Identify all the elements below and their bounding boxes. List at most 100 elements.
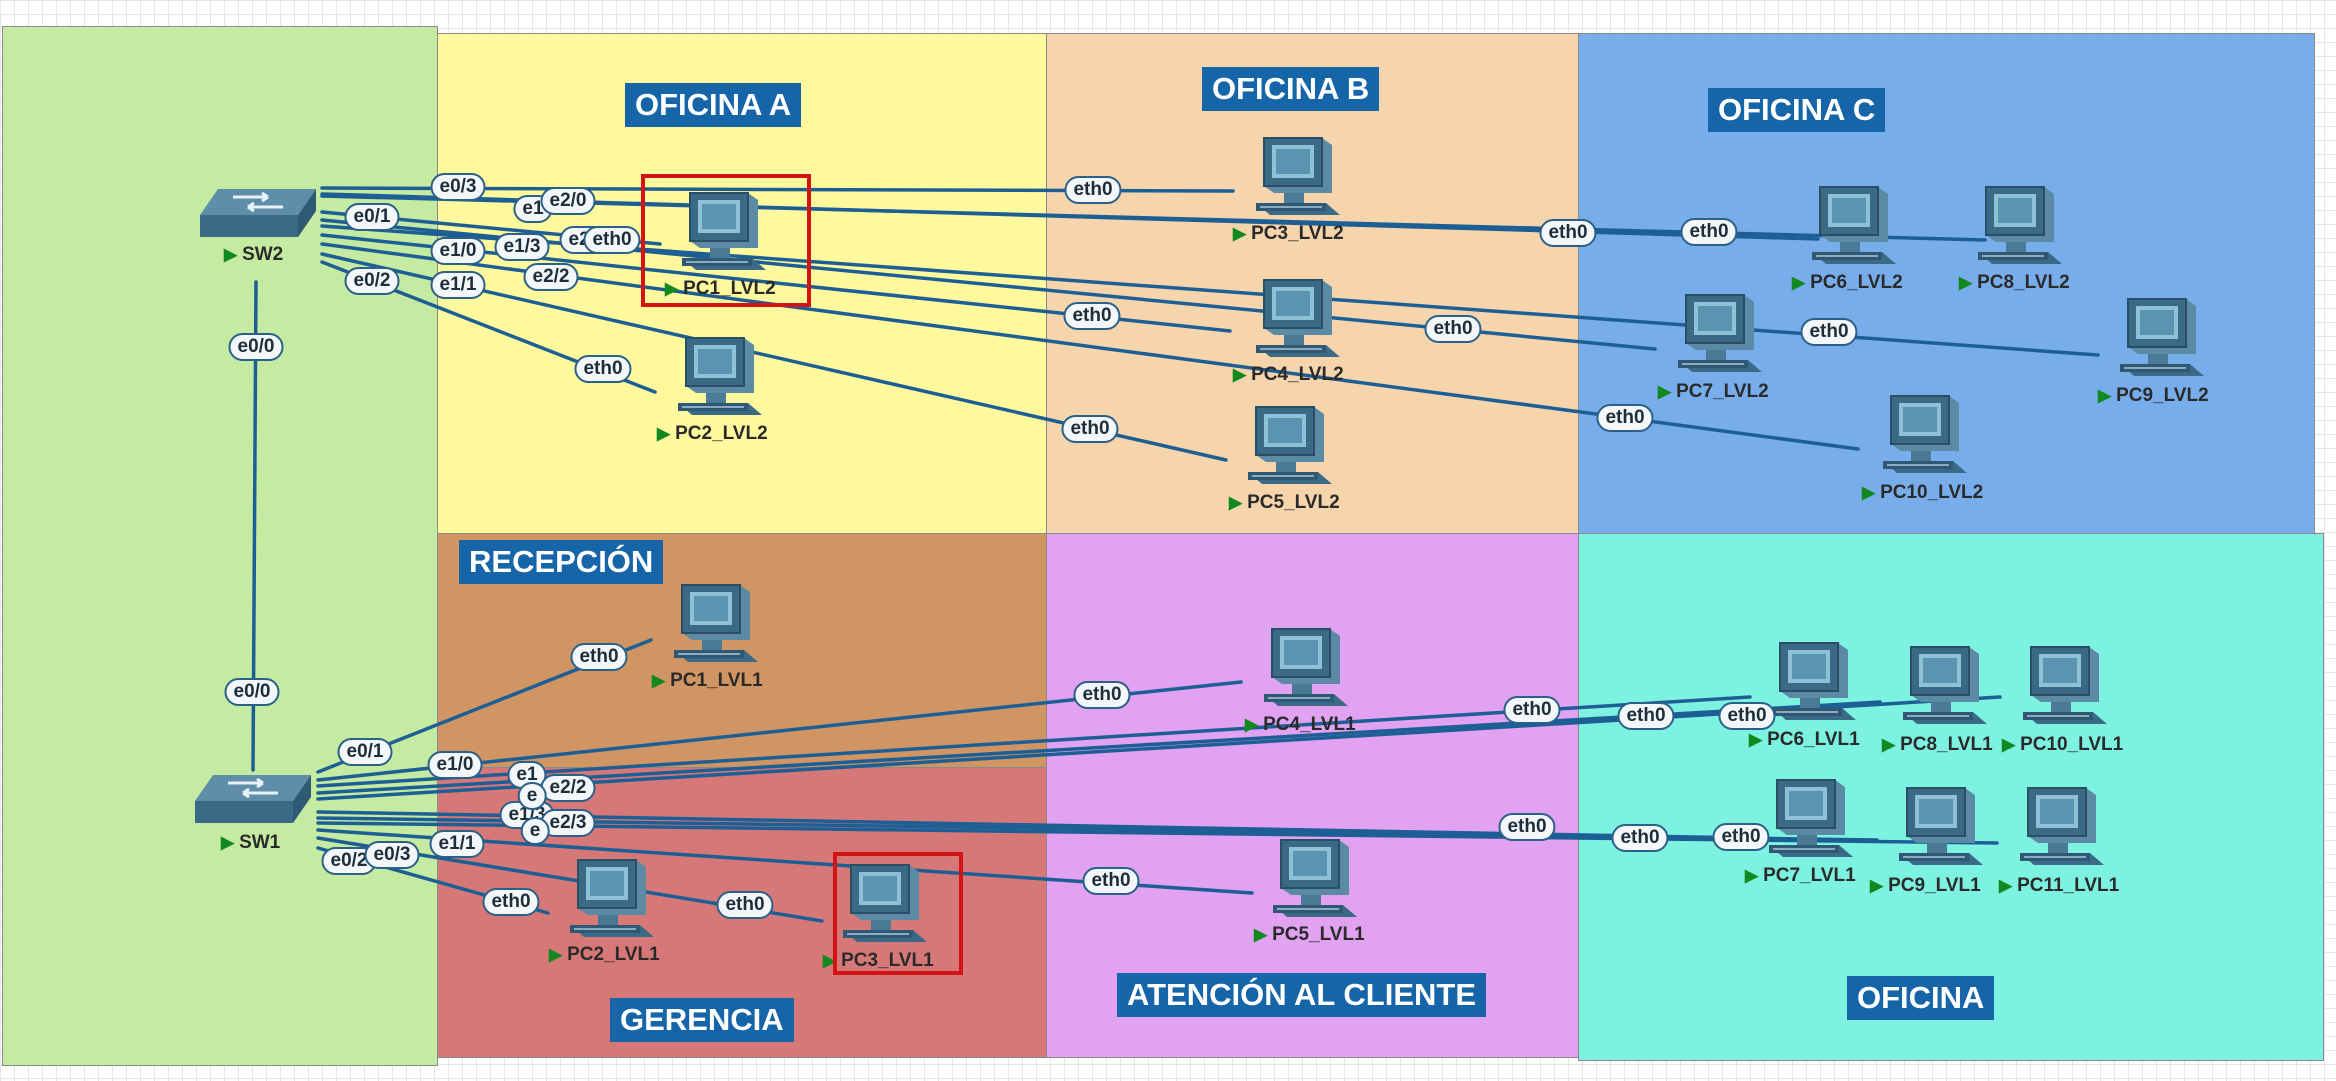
port-label: e1/0 <box>430 237 486 265</box>
switch-label-sw2: ▶SW2 <box>224 244 284 265</box>
play-icon: ▶ <box>665 279 679 298</box>
switch-icon <box>193 766 313 828</box>
pc-label-pc1-lvl1: ▶PC1_LVL1 <box>652 670 763 691</box>
pc-label-pc3-lvl1: ▶PC3_LVL1 <box>823 950 934 971</box>
pc-pc9-lvl1[interactable] <box>1889 783 1989 873</box>
computer-icon <box>1802 182 1902 272</box>
play-icon: ▶ <box>1745 866 1759 885</box>
play-icon: ▶ <box>657 424 671 443</box>
zone-title-oficina: OFICINA <box>1847 976 1995 1020</box>
computer-icon <box>1759 775 1859 865</box>
pc-label-pc8-lvl1: ▶PC8_LVL1 <box>1882 734 1993 755</box>
computer-icon <box>668 333 768 423</box>
port-label: e2/3 <box>540 809 596 837</box>
switch-icon <box>198 180 318 242</box>
pc-label-pc9-lvl1: ▶PC9_LVL1 <box>1870 875 1981 896</box>
computer-icon <box>2110 294 2210 384</box>
port-label: e1/3 <box>494 233 550 261</box>
play-icon: ▶ <box>221 833 235 852</box>
pc-pc8-lvl2[interactable] <box>1968 182 2068 272</box>
computer-icon <box>1873 391 1973 481</box>
play-icon: ▶ <box>1233 365 1247 384</box>
switch-sw2[interactable] <box>198 180 318 242</box>
zone-title-oficina-b: OFICINA B <box>1202 67 1380 111</box>
port-label: eth0 <box>574 355 632 383</box>
port-label: eth0 <box>1082 867 1140 895</box>
play-icon: ▶ <box>1658 382 1672 401</box>
play-icon: ▶ <box>1999 876 2013 895</box>
port-label: eth0 <box>482 888 540 916</box>
selection-box-pc3-lvl1 <box>833 852 963 975</box>
pc-pc5-lvl2[interactable] <box>1238 402 1338 492</box>
port-label: eth0 <box>570 643 628 671</box>
pc-label-pc7-lvl1: ▶PC7_LVL1 <box>1745 865 1856 886</box>
port-label: e1/0 <box>427 751 483 779</box>
pc-pc11-lvl1[interactable] <box>2010 783 2110 873</box>
play-icon: ▶ <box>652 671 666 690</box>
port-label: eth0 <box>583 226 641 254</box>
pc-pc9-lvl2[interactable] <box>2110 294 2210 384</box>
pc-pc6-lvl2[interactable] <box>1802 182 1902 272</box>
computer-icon <box>1254 624 1354 714</box>
pc-label-pc2-lvl2: ▶PC2_LVL2 <box>657 423 768 444</box>
play-icon: ▶ <box>1749 730 1763 749</box>
pc-label-pc4-lvl2: ▶PC4_LVL2 <box>1233 364 1344 385</box>
computer-icon <box>1246 133 1346 223</box>
port-label: eth0 <box>1800 318 1858 346</box>
zone-atencion <box>1046 533 1580 1058</box>
port-label: e2/2 <box>523 263 579 291</box>
play-icon: ▶ <box>2098 386 2112 405</box>
port-label: e <box>517 782 547 810</box>
port-label: e2/0 <box>540 187 596 215</box>
play-icon: ▶ <box>1882 735 1896 754</box>
pc-label-pc2-lvl1: ▶PC2_LVL1 <box>549 944 660 965</box>
computer-icon <box>2010 783 2110 873</box>
pc-pc10-lvl1[interactable] <box>2013 642 2113 732</box>
pc-pc1-lvl1[interactable] <box>664 580 764 670</box>
port-label: eth0 <box>1424 315 1482 343</box>
pc-pc2-lvl1[interactable] <box>560 855 660 945</box>
zone-oficina-c <box>1578 33 2315 535</box>
zone-title-gerencia: GERENCIA <box>610 998 794 1042</box>
port-label: eth0 <box>1503 696 1561 724</box>
port-label: eth0 <box>1061 415 1119 443</box>
port-label: e <box>520 817 550 845</box>
pc-label-pc10-lvl1: ▶PC10_LVL1 <box>2002 734 2124 755</box>
computer-icon <box>1762 638 1862 728</box>
computer-icon <box>1246 275 1346 365</box>
pc-pc3-lvl2[interactable] <box>1246 133 1346 223</box>
pc-pc8-lvl1[interactable] <box>1893 642 1993 732</box>
port-label: e0/2 <box>344 267 400 295</box>
switch-sw1[interactable] <box>193 766 313 828</box>
play-icon: ▶ <box>1245 715 1259 734</box>
pc-pc5-lvl1[interactable] <box>1263 835 1363 925</box>
zone-title-oficina-a: OFICINA A <box>625 83 802 127</box>
play-icon: ▶ <box>1870 876 1884 895</box>
play-icon: ▶ <box>1229 493 1243 512</box>
computer-icon <box>1668 290 1768 380</box>
pc-label-pc9-lvl2: ▶PC9_LVL2 <box>2098 385 2209 406</box>
play-icon: ▶ <box>1254 925 1268 944</box>
port-label: eth0 <box>1064 176 1122 204</box>
play-icon: ▶ <box>823 951 837 970</box>
pc-pc7-lvl1[interactable] <box>1759 775 1859 865</box>
computer-icon <box>664 580 764 670</box>
selection-box-pc1-lvl2 <box>641 174 811 307</box>
pc-label-pc1-lvl2: ▶PC1_LVL2 <box>665 278 776 299</box>
port-label: e0/3 <box>430 173 486 201</box>
port-label: e0/0 <box>228 333 284 361</box>
port-label: e0/0 <box>224 678 280 706</box>
pc-pc4-lvl1[interactable] <box>1254 624 1354 714</box>
pc-pc6-lvl1[interactable] <box>1762 638 1862 728</box>
pc-pc7-lvl2[interactable] <box>1668 290 1768 380</box>
pc-pc2-lvl2[interactable] <box>668 333 768 423</box>
pc-pc10-lvl2[interactable] <box>1873 391 1973 481</box>
computer-icon <box>2013 642 2113 732</box>
pc-label-pc6-lvl2: ▶PC6_LVL2 <box>1792 272 1903 293</box>
pc-pc4-lvl2[interactable] <box>1246 275 1346 365</box>
play-icon: ▶ <box>1233 224 1247 243</box>
switch-label-sw1: ▶SW1 <box>221 832 281 853</box>
play-icon: ▶ <box>1862 483 1876 502</box>
port-label: eth0 <box>1596 404 1654 432</box>
